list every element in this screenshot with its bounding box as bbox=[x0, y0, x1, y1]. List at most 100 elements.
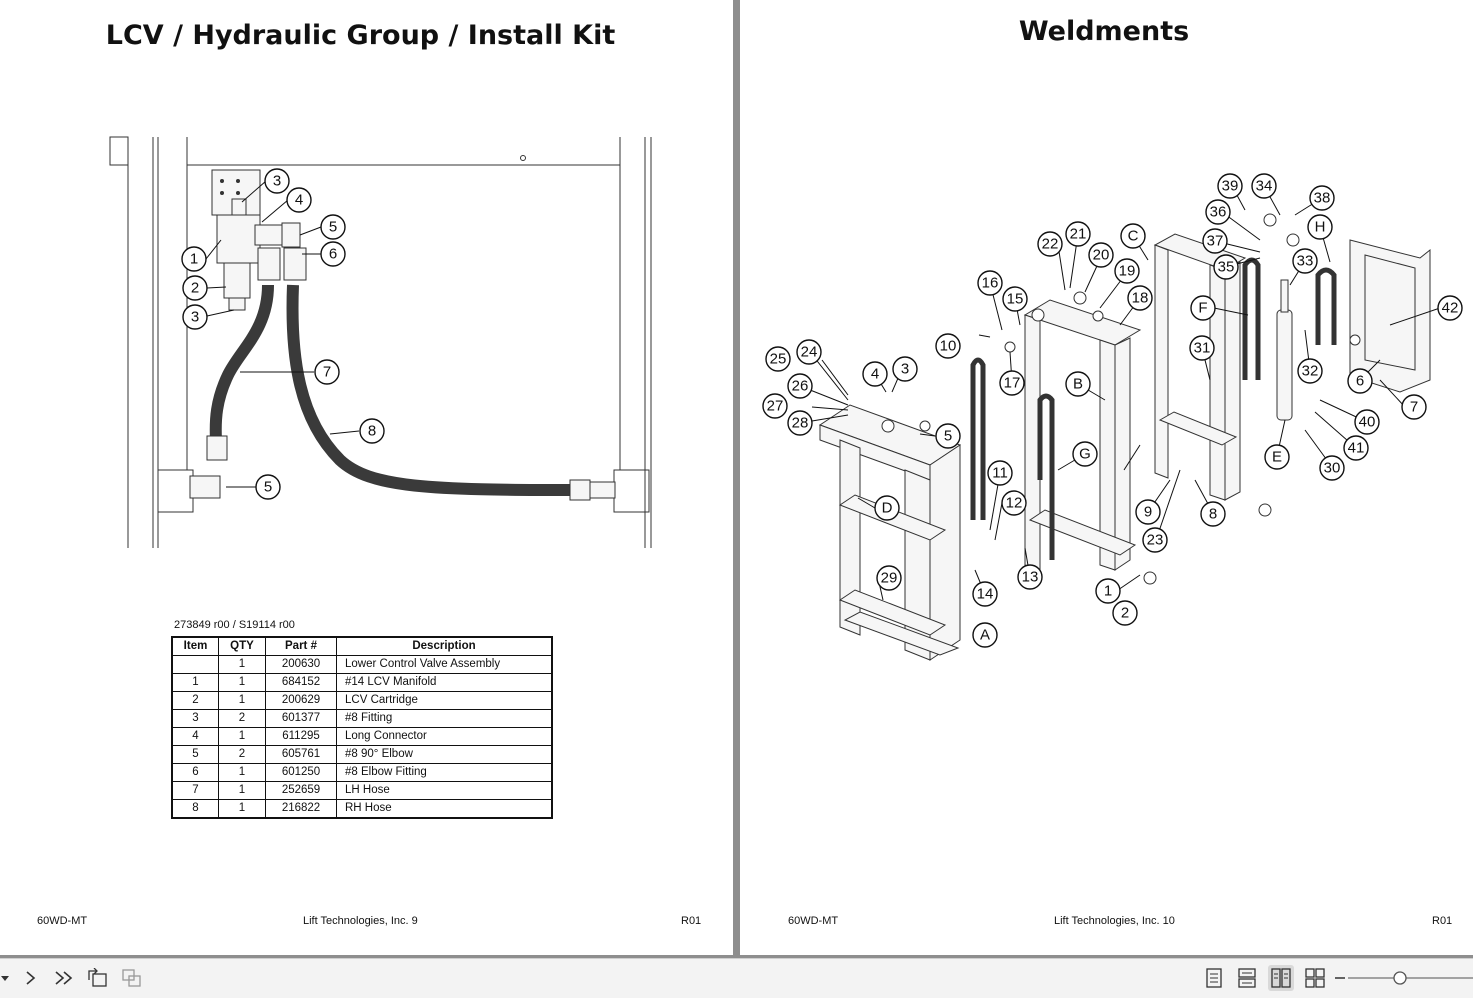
zoom-slider[interactable] bbox=[1348, 965, 1473, 991]
cell-qty: 2 bbox=[218, 745, 266, 764]
zoom-slider-thumb[interactable] bbox=[1393, 971, 1407, 985]
callout-bubble: B bbox=[1065, 371, 1091, 397]
callout-bubble: 18 bbox=[1127, 285, 1153, 311]
callout-label: 41 bbox=[1348, 440, 1365, 457]
callout-bubble: 20 bbox=[1088, 242, 1114, 268]
callout-label: 30 bbox=[1324, 460, 1341, 477]
dropdown-icon[interactable] bbox=[0, 965, 12, 991]
callout-label: 22 bbox=[1042, 236, 1059, 253]
rotate-icon[interactable] bbox=[86, 965, 110, 991]
zoom-minus-icon[interactable] bbox=[1333, 965, 1347, 991]
two-page-icon[interactable] bbox=[1268, 965, 1294, 991]
table-header-row: Item QTY Part # Description bbox=[171, 636, 553, 656]
callout-bubble: 4 bbox=[286, 187, 312, 213]
next-page-icon[interactable] bbox=[20, 965, 42, 991]
callout-bubble: 13 bbox=[1017, 564, 1043, 590]
callout-bubble: 41 bbox=[1343, 435, 1369, 461]
cell-qty: 1 bbox=[218, 799, 266, 819]
cell-description: LH Hose bbox=[336, 781, 553, 800]
cell-item: 5 bbox=[171, 745, 219, 764]
cell-part: 200630 bbox=[265, 655, 337, 674]
callout-label: 7 bbox=[323, 364, 331, 381]
callout-bubble: 30 bbox=[1319, 455, 1345, 481]
hydraulic-drawing: 3 4 5 6 1 2 3 7 8 5 bbox=[109, 136, 652, 548]
cell-item bbox=[171, 655, 219, 674]
callout-bubble: 23 bbox=[1142, 527, 1168, 553]
callout-label: 35 bbox=[1218, 259, 1235, 276]
footer-page-number: Lift Technologies, Inc. 9 bbox=[303, 915, 418, 927]
callout-label: 1 bbox=[1104, 583, 1112, 600]
col-qty: QTY bbox=[218, 636, 266, 656]
cell-part: 216822 bbox=[265, 799, 337, 819]
callout-bubble: 2 bbox=[1112, 600, 1138, 626]
footer-model: 60WD-MT bbox=[37, 915, 88, 927]
cell-qty: 1 bbox=[218, 727, 266, 746]
callout-bubble: 34 bbox=[1251, 173, 1277, 199]
last-page-icon[interactable] bbox=[52, 965, 76, 991]
callout-bubble: 12 bbox=[1001, 490, 1027, 516]
callout-label: 21 bbox=[1070, 226, 1087, 243]
cell-qty: 2 bbox=[218, 709, 266, 728]
callout-label: 1 bbox=[190, 251, 198, 268]
callout-bubble: 15 bbox=[1002, 286, 1028, 312]
callout-label: 33 bbox=[1297, 253, 1314, 270]
footer-model: 60WD-MT bbox=[788, 915, 839, 927]
callout-bubble: 36 bbox=[1205, 199, 1231, 225]
callout-bubble: 27 bbox=[762, 393, 788, 419]
weldments-exploded-drawing: 39 34 38 36 H 37 C 21 22 35 33 20 19 16 … bbox=[762, 173, 1463, 661]
callout-bubble: H bbox=[1307, 214, 1333, 240]
callout-bubble: 24 bbox=[796, 339, 822, 365]
callout-bubble: 3 bbox=[892, 356, 918, 382]
callout-label: 6 bbox=[1356, 373, 1364, 390]
callout-label: 6 bbox=[329, 246, 337, 263]
callout-label: 5 bbox=[944, 428, 952, 445]
callout-label: 17 bbox=[1004, 375, 1021, 392]
callout-group: 39 34 38 36 H 37 C 21 22 35 33 20 19 16 … bbox=[762, 173, 1463, 648]
callout-bubble: 16 bbox=[977, 270, 1003, 296]
cell-part: 611295 bbox=[265, 727, 337, 746]
callout-bubble: 35 bbox=[1213, 254, 1239, 280]
continuous-icon[interactable] bbox=[1236, 965, 1258, 991]
cell-qty: 1 bbox=[218, 781, 266, 800]
callout-bubble: 26 bbox=[787, 373, 813, 399]
callout-bubble: 3 bbox=[182, 304, 208, 330]
callout-bubble: 10 bbox=[935, 333, 961, 359]
callout-bubble: 28 bbox=[787, 410, 813, 436]
callout-bubble: 1 bbox=[181, 246, 207, 272]
callout-label: 19 bbox=[1119, 263, 1136, 280]
single-page-icon[interactable] bbox=[1203, 965, 1225, 991]
cell-description: RH Hose bbox=[336, 799, 553, 819]
col-description: Description bbox=[336, 636, 553, 656]
callout-bubble: 3 bbox=[264, 168, 290, 194]
cell-item: 8 bbox=[171, 799, 219, 819]
callout-label: 27 bbox=[767, 398, 784, 415]
cell-description: #8 90° Elbow bbox=[336, 745, 553, 764]
callout-bubble: 21 bbox=[1065, 221, 1091, 247]
left-page: LCV / Hydraulic Group / Install Kit bbox=[0, 0, 733, 955]
callout-bubble: E bbox=[1264, 444, 1290, 470]
callout-label: 7 bbox=[1410, 399, 1418, 416]
cell-description: #8 Fitting bbox=[336, 709, 553, 728]
two-page-continuous-icon[interactable] bbox=[1303, 965, 1327, 991]
callout-bubble: 5 bbox=[935, 423, 961, 449]
callout-label: 16 bbox=[982, 275, 999, 292]
page-title: Weldments bbox=[1018, 16, 1190, 47]
callout-bubble: 6 bbox=[1347, 368, 1373, 394]
cell-description: Long Connector bbox=[336, 727, 553, 746]
callout-label: 13 bbox=[1022, 569, 1039, 586]
callout-label: H bbox=[1315, 219, 1326, 236]
callout-bubble: 33 bbox=[1292, 248, 1318, 274]
reflow-icon[interactable] bbox=[120, 965, 144, 991]
callout-bubble: D bbox=[874, 495, 900, 521]
cell-part: 605761 bbox=[265, 745, 337, 764]
cell-description: LCV Cartridge bbox=[336, 691, 553, 710]
cell-qty: 1 bbox=[218, 655, 266, 674]
callout-label: 34 bbox=[1256, 178, 1273, 195]
